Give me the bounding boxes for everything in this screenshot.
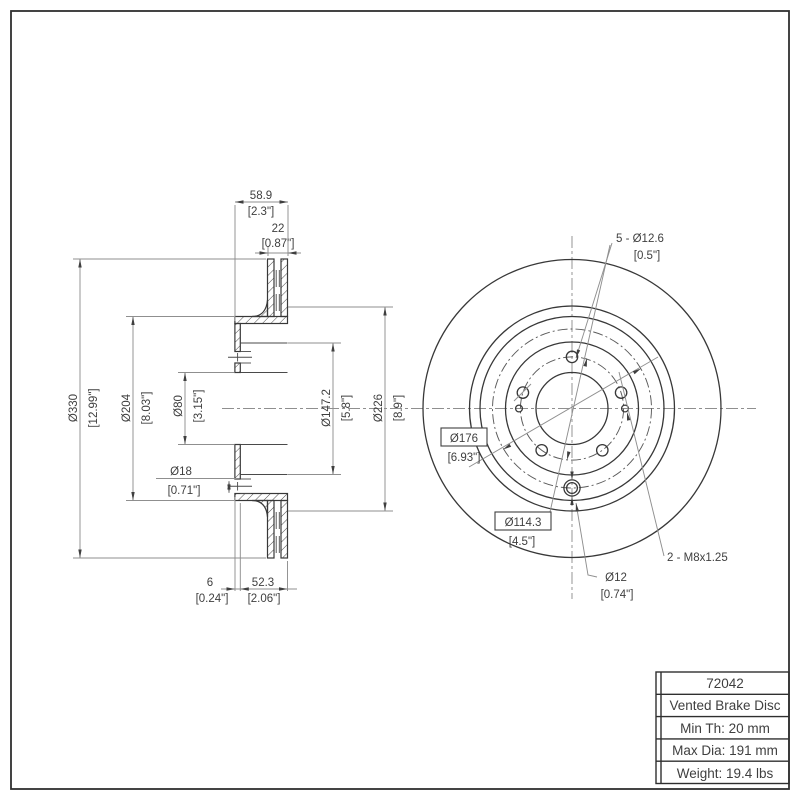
dim-hat-depth-mm: 52.3 [252, 577, 274, 589]
dim-d176-inch: [6.93"] [448, 452, 481, 464]
outer-diameter-circle [422, 258, 722, 559]
dim-width-inch: [2.3"] [248, 206, 274, 218]
hole-slash-tick [513, 383, 532, 402]
dim-width-mm: 58.9 [250, 190, 272, 202]
d114-box [494, 511, 552, 531]
fillet-top [251, 299, 269, 318]
dim-d12-inch: [0.74"] [601, 589, 634, 601]
part-number: 72042 [706, 676, 744, 691]
centerlines [222, 236, 756, 599]
weight: Weight: 19.4 lbs [677, 766, 774, 781]
flange-upper-2 [234, 362, 241, 374]
dim-rotor-th-inch: [0.87"] [262, 238, 295, 250]
rotor-plate-inboard-bottom [266, 499, 275, 559]
flange-lower [234, 443, 241, 480]
dim-bc-inch: [4.5"] [509, 536, 535, 548]
dim-od-inch: [12.99"] [88, 388, 100, 427]
dim-lug-holes: 5 - Ø12.6 [616, 233, 664, 245]
dim-rotor-th-mm: 22 [272, 223, 285, 235]
dim-bore-inch: [3.15"] [193, 390, 205, 423]
d176-ref-circle [492, 328, 652, 489]
dim-bc-mm: Ø114.3 [505, 517, 542, 529]
dim-d12-mm: Ø12 [605, 572, 627, 584]
dim-braking-inch: [8.9"] [393, 395, 405, 421]
dimension-lines [73, 201, 665, 591]
center-bore-circle [535, 371, 609, 446]
dim-hat-od-inch: [8.03"] [141, 392, 153, 425]
dim-bore-mm: Ø80 [173, 395, 185, 417]
dim-pilot-inch: [5.8"] [341, 395, 353, 421]
rotor-plate-inboard-top [266, 258, 275, 318]
part-name: Vented Brake Disc [669, 698, 780, 713]
dim-hat-depth-inch: [2.06"] [248, 593, 281, 605]
sheet-border [10, 10, 790, 790]
dim-d176-mm: Ø176 [450, 433, 478, 445]
rotor-plate-outboard-top [280, 258, 289, 318]
section-view [228, 258, 289, 559]
max-diameter: Max Dia: 191 mm [672, 743, 778, 758]
title-block: 72042 Vented Brake Disc Min Th: 20 mm Ma… [655, 671, 790, 785]
dimension-labels: Ø330 [12.99"] Ø204 [8.03"] Ø80 [3.15"] Ø… [68, 190, 728, 605]
dim-hat-od-mm: Ø204 [121, 393, 133, 422]
lug-holes [516, 350, 628, 457]
d176-box [440, 427, 488, 447]
hat-wall-top [234, 315, 289, 325]
vent-vane-lines [275, 270, 280, 553]
dim-d18-mm: Ø18 [170, 466, 192, 478]
dim-thread-holes: 2 - M8x1.25 [667, 552, 728, 564]
bolt-circle [519, 356, 625, 461]
hat-wall-bottom [234, 492, 289, 502]
rotor-plate-outboard-bottom [280, 499, 289, 559]
dim-flange-th-mm: 6 [207, 577, 213, 589]
interior-edges [228, 342, 288, 494]
dim-lug-holes-inch: [0.5"] [634, 250, 660, 262]
dim-flange-th-inch: [0.24"] [196, 593, 229, 605]
arrowheads [78, 200, 641, 591]
fillet-bottom [251, 499, 269, 518]
flange-upper [234, 322, 241, 353]
dim-pilot-mm: Ø147.2 [321, 389, 333, 427]
dim-braking-mm: Ø226 [373, 394, 385, 422]
min-thickness: Min Th: 20 mm [680, 721, 770, 736]
dim-od-mm: Ø330 [68, 394, 80, 422]
braking-inner-circle [468, 305, 676, 512]
dim-d18-inch: [0.71"] [168, 485, 201, 497]
